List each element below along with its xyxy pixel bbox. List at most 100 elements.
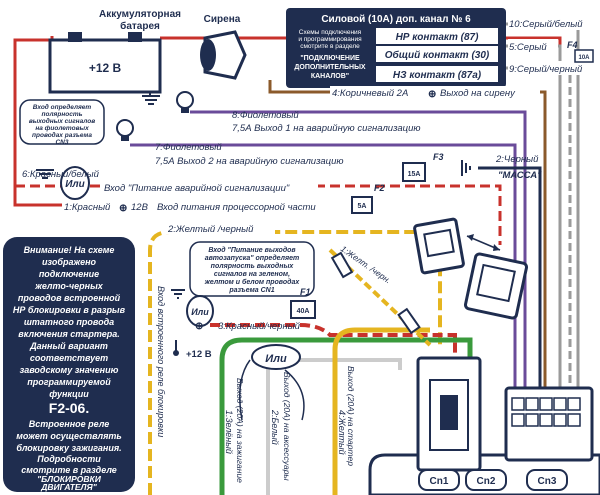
plus12-label: +12 В — [186, 349, 212, 360]
wire-7-label: 7:Фиолетовый — [155, 142, 222, 153]
ground-icon-2 — [36, 169, 54, 179]
warning-line-11: заводскому значению — [20, 365, 119, 375]
wire-13-label: 1:3елёный — [224, 410, 234, 454]
power-channel-section-3: КАНАЛОВ" — [311, 73, 349, 80]
cn1-badge — [418, 469, 460, 491]
cn3-badge — [526, 469, 568, 491]
ili-badge-3-text: Или — [265, 353, 287, 365]
ground-icon — [142, 95, 160, 105]
plus-circle-icon-3: ⊕ — [195, 321, 203, 332]
wire-12-desc: Выход (20А) на аксессуары — [282, 372, 292, 481]
autostart-note-6: разъема CN1 — [228, 287, 274, 294]
warning-line-12: программируемой — [27, 377, 111, 387]
wire-2-black — [478, 166, 542, 395]
warning-line-10: соответствует — [30, 353, 108, 363]
relay-connector-right — [463, 252, 529, 320]
fuse-f1: F1 40A — [290, 287, 316, 319]
wire-4-yellow — [332, 327, 430, 495]
plug-1 — [330, 251, 354, 279]
battery-label-line1: Аккумуляторная — [99, 9, 181, 20]
ili-arrow-left — [239, 359, 251, 421]
contact-common: Общий контакт (30) — [385, 49, 490, 61]
wire-3-red-black — [210, 323, 457, 355]
polarity-note: Вход определяет полярность выходных сигн… — [19, 99, 105, 146]
wire-8-purple — [190, 110, 527, 395]
battery-label-line2: батарея — [120, 20, 160, 32]
polarity-note-6: CN3 — [55, 139, 68, 146]
polarity-note-1: Вход определяет — [33, 103, 92, 111]
fuse-f2: F2 5A — [351, 183, 385, 214]
cn3-label: Cn3 — [538, 476, 557, 487]
ili-badge-1-text: Или — [65, 179, 85, 190]
cn1-label: Cn1 — [430, 476, 449, 487]
wire-12-label: 2:Белый — [270, 409, 280, 445]
fuse-f4-label: F4 — [567, 40, 578, 50]
siren-label: Сирена — [204, 14, 241, 25]
ground-icon-3 — [461, 160, 471, 176]
battery-terminal-minus — [128, 32, 142, 42]
plus-circle-icon: ⊕ — [428, 89, 436, 100]
wire-8-desc: 7,5А Выход 1 на аварийную сигнализацию — [232, 123, 421, 134]
power-channel-note-1: Схемы подключения — [299, 29, 362, 36]
contact-common-box — [376, 46, 498, 62]
autostart-note: Вход "Питание выходов автозапуска" опред… — [189, 241, 315, 297]
lamp-icon-2 — [116, 119, 134, 141]
fuse-f2-value: 5A — [358, 203, 367, 210]
contact-no: НР контакт (87) — [396, 32, 480, 43]
warning-box: Внимание! На схеме изображено подключени… — [3, 237, 135, 492]
ili-badge-2-text: Или — [191, 307, 209, 317]
warning-line-16: может осуществлять — [16, 431, 122, 441]
wire-9-label: 9:Серый/черный — [509, 64, 583, 75]
wire-1-green — [219, 337, 473, 495]
warning-line-15: Встроенное реле — [29, 419, 109, 429]
wire-6-desc: Вход "Питание аварийной сигнализации" — [104, 183, 290, 194]
battery-terminal-plus — [68, 32, 82, 42]
cn2-label: Cn2 — [477, 476, 496, 487]
plus12-dot — [173, 350, 179, 356]
wire-1-desc: Вход питания процессорной части — [157, 202, 316, 213]
wire-4-label: 4:Коричневый 2А — [332, 88, 408, 99]
autostart-note-4: сигналов на зеленом, — [214, 271, 290, 278]
power-channel-box: Силовой (10А) доп. канал № 6 Схемы подкл… — [286, 8, 506, 88]
autostart-note-2: автозапуска" определяет — [205, 254, 299, 262]
ili-badge-3 — [251, 344, 301, 370]
warning-line-2: изображено — [42, 257, 97, 267]
power-channel-note-2: и программирования — [298, 36, 362, 43]
battery: +12 В Аккумуляторная батарея — [48, 9, 181, 94]
warning-line-6: НР блокировки в разрыв — [13, 305, 126, 315]
wire-8-label: 8:Фиолетовый — [232, 110, 299, 121]
cn2-badge — [465, 469, 507, 491]
wire-2-desc: "МАССА" — [498, 170, 542, 181]
ground-icon-4 — [171, 289, 185, 299]
fuse-f4-value: 10A — [578, 55, 590, 61]
plus-circle-icon-2: ⊕ — [119, 203, 127, 214]
siren: Сирена — [200, 14, 247, 80]
fuse-f3: F3 15A — [402, 152, 444, 182]
arrow-heads — [467, 234, 500, 251]
autostart-note-3: полярность выходных — [211, 262, 295, 270]
wire-14-label: 4:Желтый — [337, 410, 347, 455]
autostart-note-5: желтом и белом проводах — [204, 278, 301, 286]
plug-2 — [397, 307, 421, 335]
relay-connector-top — [413, 217, 465, 275]
main-unit: Cn1 Cn2 Cn3 — [368, 356, 600, 495]
polarity-note-4: на фиолетовых — [35, 125, 89, 132]
fuse-f3-value: 15A — [408, 171, 421, 178]
power-channel-section-2: ДОПОЛНИТЕЛЬНЫХ — [294, 64, 366, 71]
warning-line-20: "БЛОКИРОВКИ — [37, 474, 102, 484]
battery-body — [48, 38, 162, 94]
autostart-note-1: Вход "Питание выходов — [208, 246, 296, 254]
wire-6-label: 6:Красный/белый — [22, 169, 100, 180]
warning-line-13: функции — [49, 389, 89, 399]
wire-1-label: 1:Красный — [64, 202, 111, 213]
warning-line-9: Данный вариант — [29, 341, 108, 351]
wire-5-label: 5:Серый — [509, 42, 547, 53]
block-input-label: Вход встроенного реле блокировки — [156, 286, 166, 437]
wire-4-out: Выход на сирену — [440, 88, 516, 99]
fuse-f2-label: F2 — [374, 183, 385, 193]
contact-no-box — [376, 28, 498, 44]
wire-3-label: 3:Красный/черный — [218, 321, 301, 332]
polarity-note-5: проводах разъема — [32, 131, 92, 139]
wire-2-label: 2:Черный — [495, 154, 539, 165]
